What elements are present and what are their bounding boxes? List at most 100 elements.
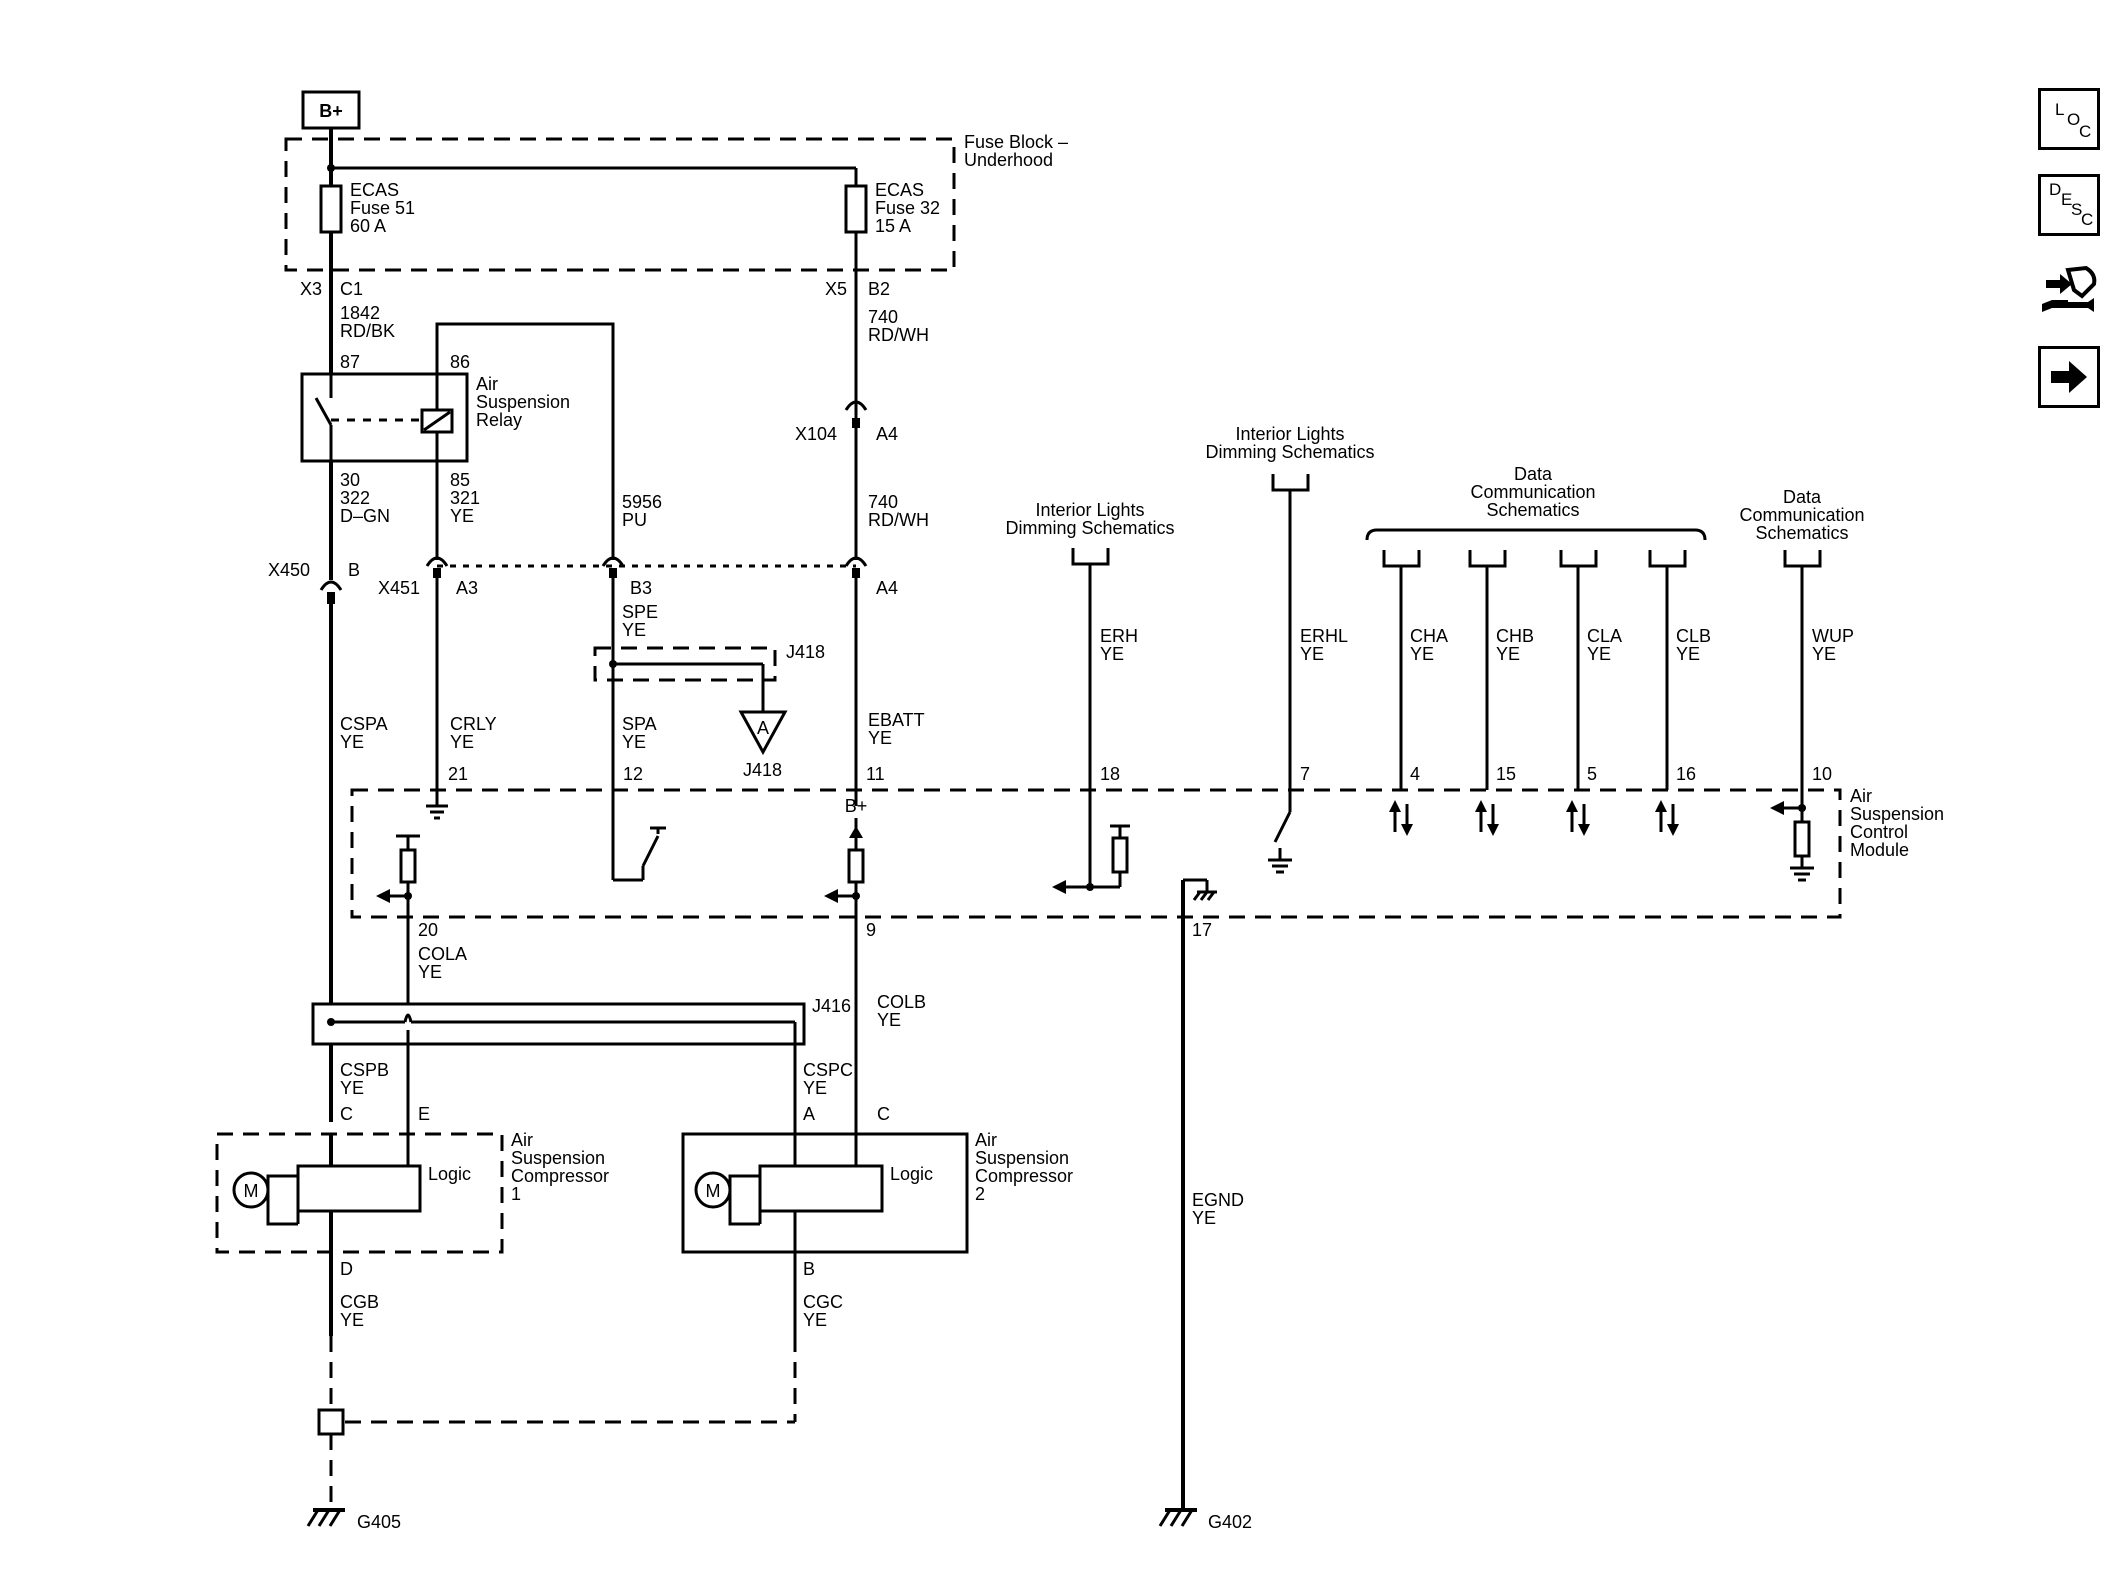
module-label-2: Suspension [1850, 804, 1944, 824]
wire-cspb-color: YE [340, 1078, 364, 1098]
wire-crly-color: YE [450, 732, 474, 752]
splice-pack [317, 1408, 345, 1436]
connector-x3: X3 [300, 279, 322, 299]
comp2-label-3: Compressor [975, 1166, 1073, 1186]
ref-dcs1-line2: Communication [1470, 482, 1595, 502]
connector-x104: X104 [795, 424, 837, 444]
connector-x5: X5 [825, 279, 847, 299]
desc-icon: D E S C [2049, 180, 2093, 229]
wire-cola-color: YE [418, 962, 442, 982]
wire-chb-color: YE [1496, 644, 1520, 664]
connector-x104-symbol: X104 A4 [795, 400, 898, 444]
relay-pin-87: 87 [340, 352, 360, 372]
splice-j418: J418 A J418 [593, 642, 825, 780]
wire-chb-name: CHB [1496, 626, 1534, 646]
wire-egnd-color: YE [1192, 1208, 1216, 1228]
svg-text:L: L [2055, 100, 2064, 119]
relay-label-1: Air [476, 374, 498, 394]
module-pin-10: 10 [1812, 764, 1832, 784]
wire-wup-name: WUP [1812, 626, 1854, 646]
comp2-pin-c: C [877, 1104, 890, 1124]
connector-b2: B2 [868, 279, 890, 299]
ref-dcs2-line1: Data [1783, 487, 1822, 507]
ground-g405: G405 [306, 1508, 401, 1532]
wire-321-color: YE [450, 506, 474, 526]
fuse-block-underhood: Fuse Block – Underhood ECAS Fuse 51 60 A… [284, 128, 1068, 272]
comp2-label-2: Suspension [975, 1148, 1069, 1168]
splice-j416: J416 [311, 996, 851, 1046]
module-pin-16: 16 [1676, 764, 1696, 784]
wire-740b-num: 740 [868, 492, 898, 512]
wire-clb-name: CLB [1676, 626, 1711, 646]
loc-icon: L O C [2055, 100, 2091, 141]
relay-pin-85: 85 [450, 470, 470, 490]
module-pin-18: 18 [1100, 764, 1120, 784]
comp1-pin-c: C [340, 1104, 353, 1124]
comp1-label-3: Compressor [511, 1166, 609, 1186]
module-pin-11: 11 [866, 764, 885, 784]
fuse51-label-2: Fuse 51 [350, 198, 415, 218]
module-pin-20: 20 [418, 920, 438, 940]
fuse32-label-1: ECAS [875, 180, 924, 200]
module-pin-15: 15 [1496, 764, 1516, 784]
connector-repair-button[interactable] [2038, 260, 2100, 322]
wire-cgc-color: YE [803, 1310, 827, 1330]
wire-cla-color: YE [1587, 644, 1611, 664]
desc-button[interactable]: D E S C [2038, 174, 2100, 236]
air-suspension-relay: 87 86 Air Suspension Relay 30 85 [300, 352, 570, 490]
arrow-right-icon [2051, 361, 2087, 393]
wire-cola-name: COLA [418, 944, 467, 964]
comp1-logic: Logic [428, 1164, 471, 1184]
wire-1842-color: RD/BK [340, 321, 395, 341]
svg-text:C: C [2079, 122, 2091, 141]
battery-positive-source: B+ [301, 90, 361, 130]
svg-text:E: E [2061, 190, 2072, 209]
comp1-label-4: 1 [511, 1184, 521, 1204]
connector-x451-a3: A3 [456, 578, 478, 598]
ground-g402-label: G402 [1208, 1512, 1252, 1532]
svg-text:C: C [2081, 210, 2093, 229]
module-label-3: Control [1850, 822, 1908, 842]
fuse51-label-3: 60 A [350, 216, 386, 236]
module-pin-21: 21 [448, 764, 468, 784]
relay-pin-30: 30 [340, 470, 360, 490]
wire-cgb-color: YE [340, 1310, 364, 1330]
ref-dcs2-line2: Communication [1739, 505, 1864, 525]
comp2-pin-b: B [803, 1259, 815, 1279]
wire-colb-color: YE [877, 1010, 901, 1030]
wire-spa-name: SPA [622, 714, 657, 734]
comp2-motor: M [706, 1181, 721, 1201]
ref-ild1-line1: Interior Lights [1035, 500, 1144, 520]
relay-label-2: Suspension [476, 392, 570, 412]
ref-data-communication-2: Data Communication Schematics [1739, 487, 1865, 808]
splice-j418-label: J418 [786, 642, 825, 662]
svg-text:S: S [2071, 200, 2082, 219]
wire-crly-name: CRLY [450, 714, 497, 734]
connector-x450-b: B [348, 560, 360, 580]
wire-5956-color: PU [622, 510, 647, 530]
loc-button[interactable]: L O C [2038, 88, 2100, 150]
wire-egnd-name: EGND [1192, 1190, 1244, 1210]
wire-ebatt-name: EBATT [868, 710, 925, 730]
connector-x451-symbol: X451 A3 B3 A4 [378, 556, 898, 598]
next-page-button[interactable] [2038, 346, 2100, 408]
comp1-label-1: Air [511, 1130, 533, 1150]
comp1-label-2: Suspension [511, 1148, 605, 1168]
wire-wup-color: YE [1812, 644, 1836, 664]
ref-dcs1-line1: Data [1514, 464, 1553, 484]
wire-erh-color: YE [1100, 644, 1124, 664]
data-line-arrows [1389, 800, 1679, 836]
comp1-pin-d: D [340, 1259, 353, 1279]
module-label-4: Module [1850, 840, 1909, 860]
wire-cspc-name: CSPC [803, 1060, 853, 1080]
splice-j416-label: J416 [812, 996, 851, 1016]
wire-cgc-name: CGC [803, 1292, 843, 1312]
module-pin-12: 12 [623, 764, 643, 784]
bplus-label: B+ [319, 101, 343, 121]
ref-dcs1-line3: Schematics [1486, 500, 1579, 520]
wire-1842-num: 1842 [340, 303, 380, 323]
wire-erh-name: ERH [1100, 626, 1138, 646]
ground-g405-label: G405 [357, 1512, 401, 1532]
wire-cspc-color: YE [803, 1078, 827, 1098]
wire-cha-name: CHA [1410, 626, 1448, 646]
